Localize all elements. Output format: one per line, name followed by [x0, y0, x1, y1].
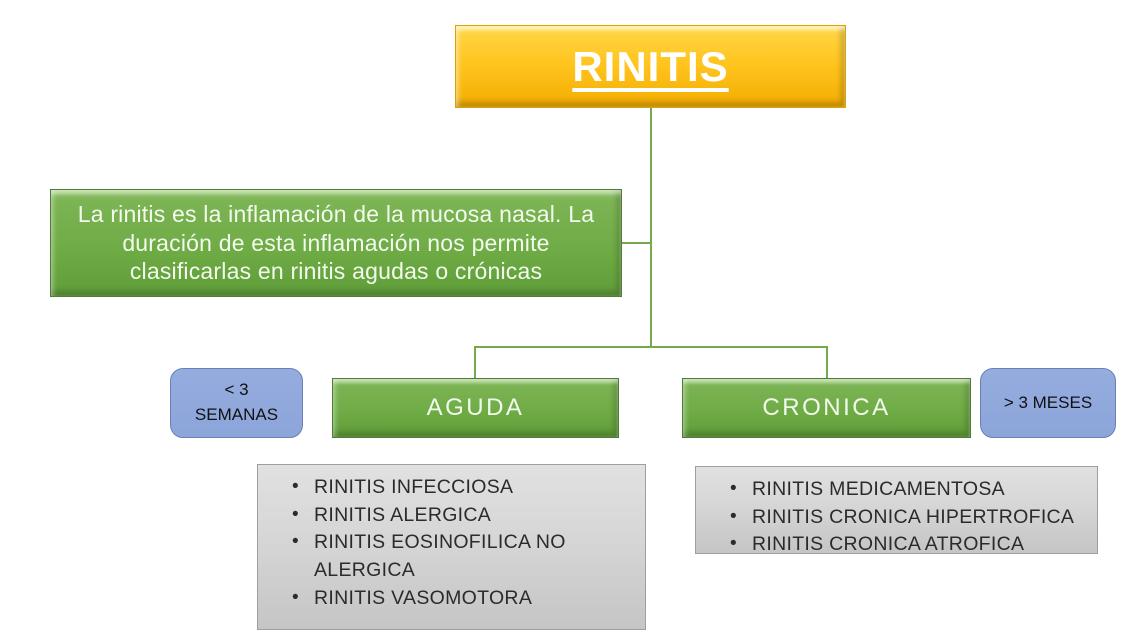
- connector-root-vertical: [650, 107, 652, 347]
- list-item: RINITIS VASOMOTORA: [292, 585, 637, 613]
- list-item: RINITIS CRONICA HIPERTROFICA: [730, 504, 1089, 532]
- branch-node-aguda-label: AGUDA: [426, 394, 525, 421]
- duration-badge-cronica-label: > 3 MESES: [1003, 392, 1093, 412]
- list-item: RINITIS CRONICA ATROFICA: [730, 531, 1089, 559]
- duration-badge-aguda-label: < 3 SEMANAS: [194, 380, 279, 424]
- duration-badge-cronica: > 3 MESES: [980, 368, 1116, 438]
- list-item: RINITIS EOSINOFILICA NO ALERGICA: [292, 529, 637, 584]
- cronica-types-items: RINITIS MEDICAMENTOSA RINITIS CRONICA HI…: [696, 467, 1097, 559]
- aguda-types-list: RINITIS INFECCIOSA RINITIS ALERGICA RINI…: [257, 464, 646, 630]
- connector-drop-aguda: [474, 346, 476, 379]
- list-item: RINITIS MEDICAMENTOSA: [730, 476, 1089, 504]
- duration-badge-aguda: < 3 SEMANAS: [170, 368, 303, 438]
- root-node-label: RINITIS: [572, 42, 729, 90]
- connector-description-horizontal: [622, 242, 651, 244]
- aguda-types-items: RINITIS INFECCIOSA RINITIS ALERGICA RINI…: [258, 465, 645, 612]
- connector-branch-horizontal: [474, 346, 828, 348]
- description-text: La rinitis es la inflamación de la mucos…: [77, 200, 595, 285]
- list-item: RINITIS ALERGICA: [292, 502, 637, 530]
- branch-node-cronica: CRONICA: [682, 378, 971, 438]
- root-node-rinitis: RINITIS: [455, 25, 846, 108]
- branch-node-cronica-label: CRONICA: [762, 394, 891, 421]
- branch-node-aguda: AGUDA: [332, 378, 619, 438]
- cronica-types-list: RINITIS MEDICAMENTOSA RINITIS CRONICA HI…: [695, 466, 1098, 558]
- list-item: RINITIS INFECCIOSA: [292, 474, 637, 502]
- description-box: La rinitis es la inflamación de la mucos…: [50, 189, 622, 297]
- connector-drop-cronica: [826, 346, 828, 379]
